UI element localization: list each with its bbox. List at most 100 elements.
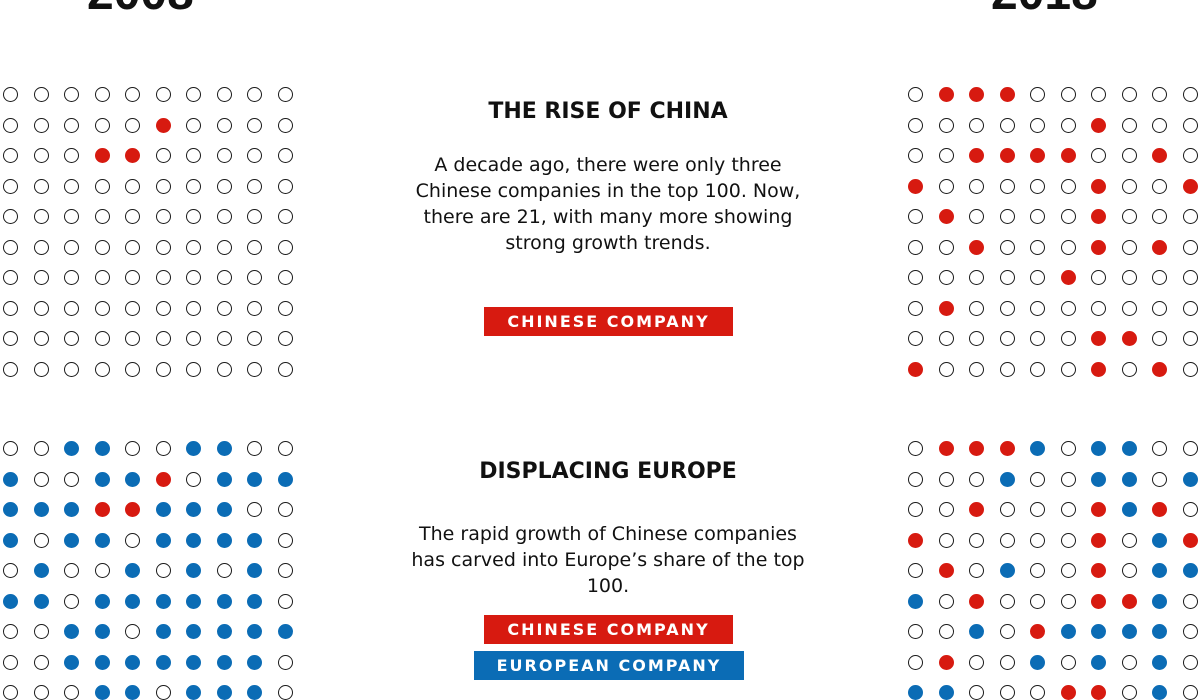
european-company-dot — [1182, 471, 1198, 487]
other-company-dot — [999, 331, 1015, 346]
other-company-dot — [33, 270, 49, 285]
other-company-dot — [908, 117, 923, 133]
european-company-dot — [186, 532, 201, 548]
other-company-dot — [186, 148, 201, 163]
other-company-dot — [1060, 300, 1076, 316]
other-company-dot — [1030, 471, 1045, 487]
other-company-dot — [186, 239, 201, 255]
europe-panel-title: DISPLACING EUROPE — [479, 459, 737, 484]
european-company-dot — [247, 654, 262, 670]
other-company-dot — [155, 361, 171, 377]
european-company-dot — [186, 654, 201, 670]
other-company-dot — [1182, 117, 1198, 133]
other-company-dot — [33, 148, 49, 163]
other-company-dot — [155, 331, 171, 346]
other-company-dot — [247, 270, 262, 285]
other-company-dot — [125, 270, 140, 285]
other-company-dot — [277, 178, 293, 194]
other-company-dot — [33, 331, 49, 346]
other-company-dot — [1152, 117, 1167, 133]
other-company-dot — [1121, 117, 1137, 133]
other-company-dot — [33, 685, 49, 700]
chinese-company-dot — [1152, 361, 1167, 377]
other-company-dot — [125, 209, 140, 224]
other-company-dot — [1182, 270, 1198, 285]
other-company-dot — [3, 209, 18, 224]
other-company-dot — [186, 209, 201, 224]
other-company-dot — [999, 624, 1015, 639]
european-company-dot — [1182, 563, 1198, 578]
chinese-company-dot — [1121, 331, 1137, 346]
other-company-dot — [277, 331, 293, 346]
chinese-company-dot — [1091, 502, 1106, 517]
other-company-dot — [1060, 502, 1076, 517]
other-company-dot — [216, 239, 232, 255]
european-company-dot — [999, 563, 1015, 578]
other-company-dot — [94, 178, 110, 194]
china-panel-title: THE RISE OF CHINA — [488, 99, 728, 124]
other-company-dot — [94, 87, 110, 102]
other-company-dot — [94, 300, 110, 316]
other-company-dot — [3, 239, 18, 255]
other-company-dot — [1091, 300, 1106, 316]
european-company-dot — [277, 471, 293, 487]
other-company-dot — [277, 148, 293, 163]
european-company-dot — [64, 624, 79, 639]
other-company-dot — [938, 502, 954, 517]
european-company-dot — [3, 471, 18, 487]
other-company-dot — [94, 563, 110, 578]
other-company-dot — [1030, 209, 1045, 224]
other-company-dot — [1030, 117, 1045, 133]
chinese-company-dot — [1121, 593, 1137, 609]
other-company-dot — [155, 87, 171, 102]
other-company-dot — [1060, 209, 1076, 224]
chinese-company-dot — [938, 209, 954, 224]
chinese-company-dot — [938, 654, 954, 670]
european-company-dot — [216, 685, 232, 700]
other-company-dot — [1060, 178, 1076, 194]
other-company-dot — [216, 331, 232, 346]
european-company-dot — [64, 502, 79, 517]
other-company-dot — [216, 361, 232, 377]
european-company-dot — [125, 563, 140, 578]
european-company-dot — [3, 502, 18, 517]
other-company-dot — [1152, 87, 1167, 102]
other-company-dot — [1060, 239, 1076, 255]
other-company-dot — [3, 685, 18, 700]
chinese-company-dot — [94, 502, 110, 517]
other-company-dot — [1182, 441, 1198, 456]
other-company-dot — [908, 148, 923, 163]
other-company-dot — [3, 148, 18, 163]
other-company-dot — [999, 532, 1015, 548]
other-company-dot — [1060, 441, 1076, 456]
other-company-dot — [64, 685, 79, 700]
european-company-dot — [1091, 624, 1106, 639]
other-company-dot — [155, 270, 171, 285]
chinese-company-dot — [1152, 502, 1167, 517]
european-company-dot — [3, 593, 18, 609]
other-company-dot — [3, 178, 18, 194]
other-company-dot — [1060, 532, 1076, 548]
other-company-dot — [1121, 563, 1137, 578]
other-company-dot — [247, 209, 262, 224]
other-company-dot — [969, 532, 984, 548]
other-company-dot — [908, 270, 923, 285]
other-company-dot — [1060, 593, 1076, 609]
chinese-company-dot — [1030, 148, 1045, 163]
other-company-dot — [969, 270, 984, 285]
other-company-dot — [1152, 270, 1167, 285]
chinese-company-dot — [938, 87, 954, 102]
other-company-dot — [969, 178, 984, 194]
other-company-dot — [999, 502, 1015, 517]
other-company-dot — [938, 361, 954, 377]
other-company-dot — [216, 117, 232, 133]
other-company-dot — [125, 331, 140, 346]
european-company-dot — [1152, 685, 1167, 700]
european-company-dot — [247, 593, 262, 609]
chinese-company-dot — [969, 441, 984, 456]
other-company-dot — [1030, 270, 1045, 285]
other-company-dot — [125, 239, 140, 255]
other-company-dot — [999, 361, 1015, 377]
other-company-dot — [1152, 178, 1167, 194]
european-company-dot — [1091, 471, 1106, 487]
